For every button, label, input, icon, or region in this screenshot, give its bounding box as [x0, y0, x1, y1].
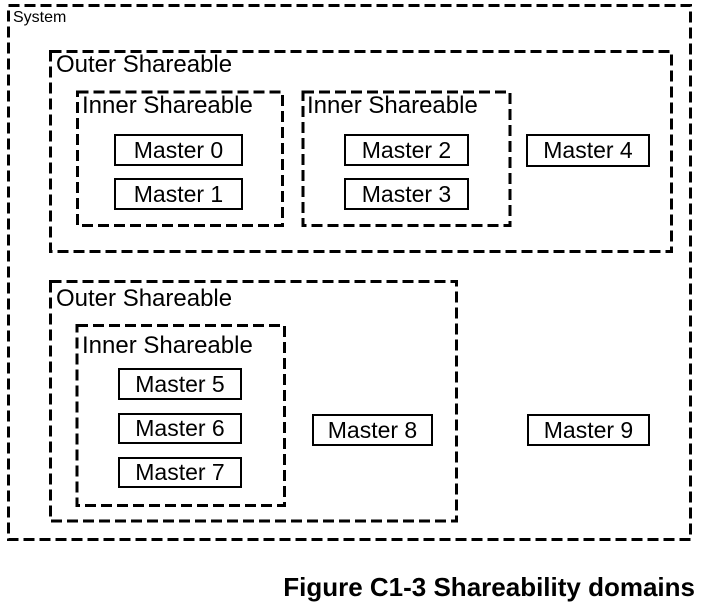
- inner-shareable-top-left-label: Inner Shareable: [82, 92, 253, 119]
- master-7-box: Master 7: [118, 457, 242, 488]
- master-8-box: Master 8: [312, 414, 433, 446]
- master-9-box: Master 9: [527, 414, 650, 446]
- inner-shareable-bottom-label: Inner Shareable: [82, 332, 253, 359]
- outer-shareable-bottom-box: [49, 280, 458, 523]
- inner-shareable-top-right-box: [301, 90, 512, 227]
- outer-shareable-top-label: Outer Shareable: [56, 51, 233, 78]
- master-3-box: Master 3: [344, 178, 469, 210]
- outer-shareable-bottom-label: Outer Shareable: [56, 285, 233, 312]
- master-0-box: Master 0: [114, 134, 243, 166]
- inner-shareable-top-right-label: Inner Shareable: [307, 92, 478, 119]
- system-label: System: [13, 9, 67, 26]
- master-4-box: Master 4: [526, 134, 650, 167]
- inner-shareable-bottom-box: [75, 324, 286, 507]
- master-1-box: Master 1: [114, 178, 243, 210]
- system-box: [7, 4, 692, 541]
- master-2-box: Master 2: [344, 134, 469, 166]
- inner-shareable-top-left-box: [76, 90, 284, 227]
- outer-shareable-top-box: [49, 50, 673, 253]
- master-6-box: Master 6: [118, 413, 242, 444]
- figure-caption: Figure C1-3 Shareability domains: [283, 572, 695, 602]
- master-5-box: Master 5: [118, 368, 242, 400]
